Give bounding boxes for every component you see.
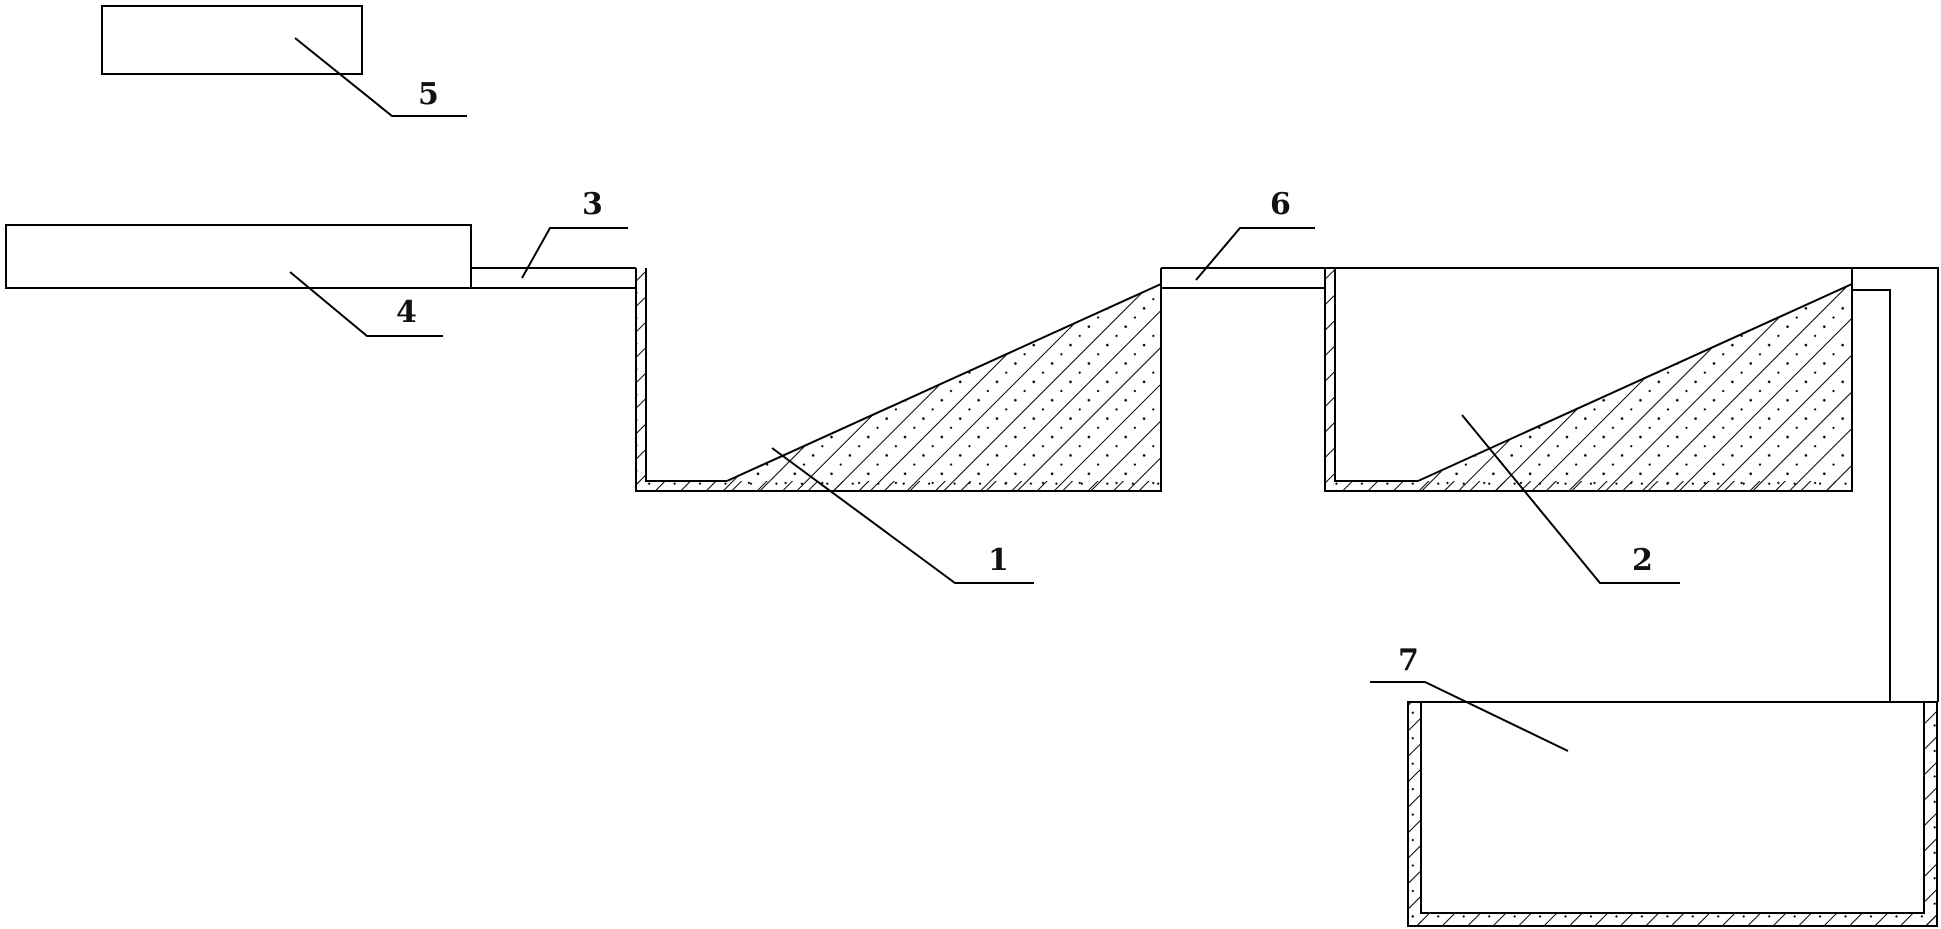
basin-2-bottom-wall — [1325, 481, 1852, 491]
device-5-box — [101, 5, 363, 75]
leader-lines — [289, 37, 1680, 752]
label-6: 6 — [1270, 187, 1291, 222]
leader-3 — [521, 227, 628, 279]
basin-2 — [1324, 268, 1853, 492]
device-5 — [101, 5, 363, 75]
leader-6 — [1195, 227, 1315, 281]
device-4 — [5, 224, 472, 289]
label-1: 1 — [988, 543, 1009, 578]
device-4-box — [5, 224, 472, 289]
leader-1 — [771, 447, 1034, 584]
pipe-3 — [471, 267, 636, 289]
label-2: 2 — [1632, 543, 1653, 578]
label-7: 7 — [1398, 643, 1419, 678]
label-5: 5 — [418, 77, 439, 112]
leader-2 — [1461, 414, 1680, 584]
basin-1-left-wall — [636, 268, 646, 491]
tank-7-left-wall — [1408, 702, 1421, 926]
basin-1-fill — [715, 284, 1161, 491]
outlet-pipe — [1325, 267, 1939, 702]
tank-7-bottom-wall — [1408, 913, 1937, 926]
label-3: 3 — [582, 187, 603, 222]
label-4: 4 — [396, 295, 417, 330]
tank-7-right-wall — [1924, 702, 1937, 926]
tank-7 — [1407, 701, 1938, 927]
leader-4 — [289, 271, 443, 337]
basin-1-bottom-wall — [636, 481, 1161, 491]
basin-2-left-wall — [1325, 268, 1335, 491]
basin-1 — [635, 268, 1162, 492]
leader-5 — [294, 37, 467, 117]
leader-7 — [1370, 681, 1569, 752]
pipe-6 — [1161, 267, 1325, 289]
